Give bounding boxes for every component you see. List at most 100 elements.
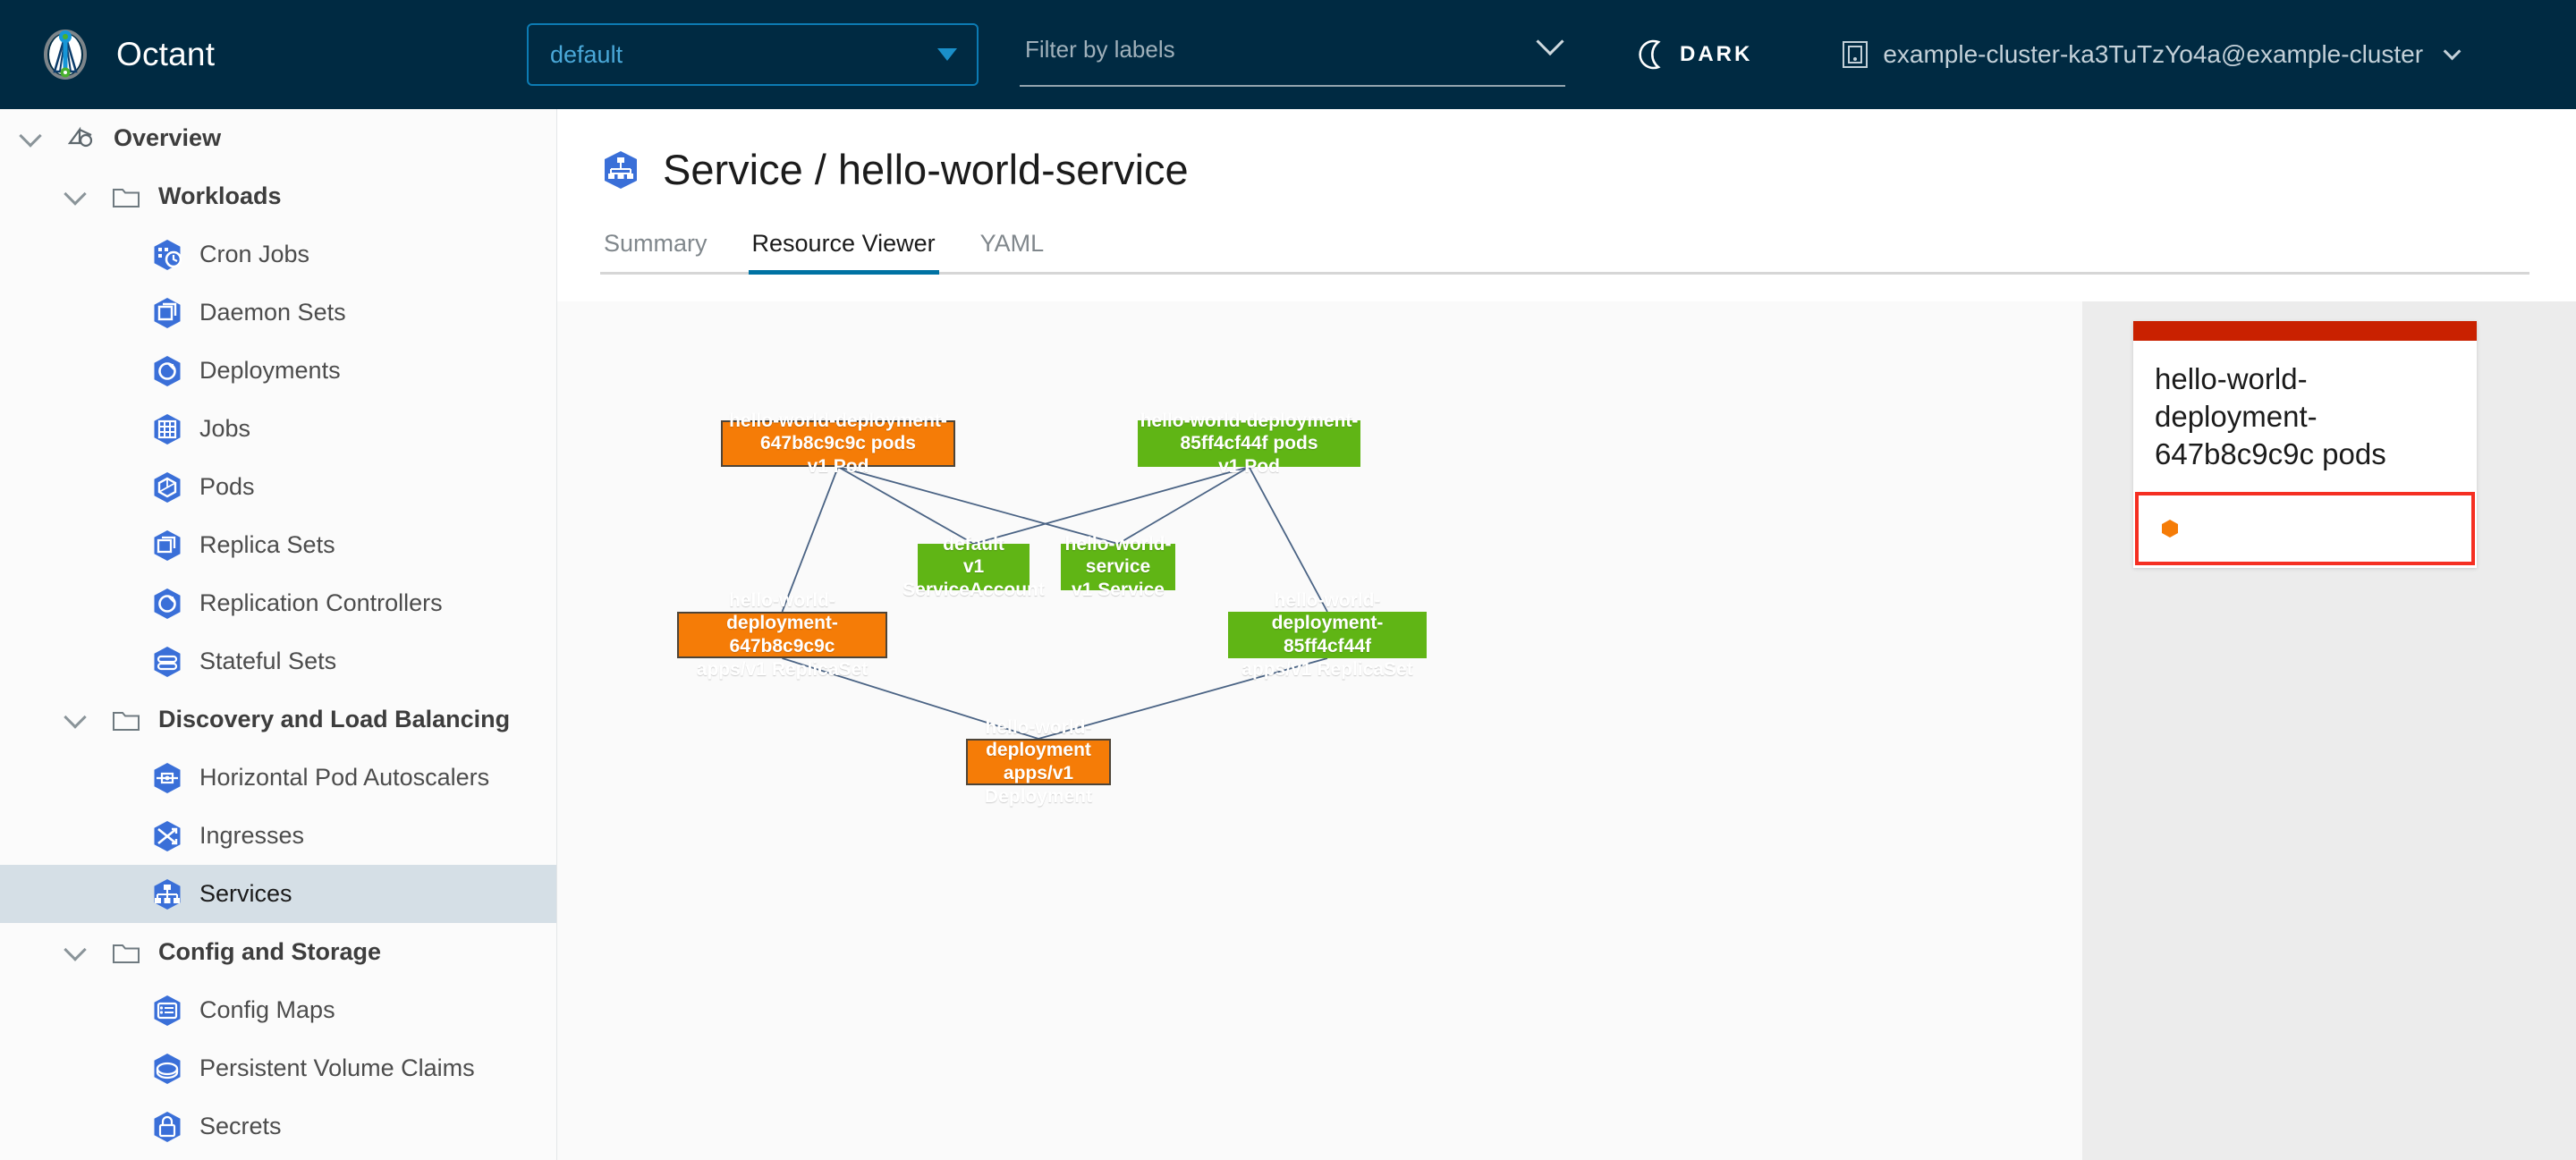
sidebar-item-label: Persistent Volume Claims bbox=[199, 1054, 475, 1081]
brand-title: Octant bbox=[116, 36, 216, 72]
sidebar-item-jobs[interactable]: Jobs bbox=[0, 400, 556, 458]
statefulset-icon bbox=[150, 645, 184, 679]
graph-node-name: default bbox=[943, 533, 1004, 555]
sidebar-item-config-and-storage[interactable]: Config and Storage bbox=[0, 923, 556, 981]
sidebar-item-label: Deployments bbox=[199, 357, 341, 384]
graph-edge bbox=[782, 657, 1039, 740]
chevron-down-icon[interactable] bbox=[64, 941, 88, 964]
sidebar-item-deployments[interactable]: Deployments bbox=[0, 342, 556, 400]
tab-resource-viewer[interactable]: Resource Viewer bbox=[748, 230, 939, 275]
sidebar-item-label: Horizontal Pod Autoscalers bbox=[199, 764, 490, 791]
cluster-name: example-cluster-ka3TuTzYo4a@example-clus… bbox=[1883, 40, 2424, 68]
pod-icon bbox=[150, 470, 184, 504]
ingress-icon bbox=[150, 819, 184, 853]
graph-node-name: hello-world-service bbox=[1064, 533, 1172, 578]
sidebar-item-label: Workloads bbox=[158, 182, 282, 209]
sidebar-item-daemon-sets[interactable]: Daemon Sets bbox=[0, 284, 556, 342]
graph-edge bbox=[1038, 657, 1328, 740]
sidebar-item-persistent-volume-claims[interactable]: Persistent Volume Claims bbox=[0, 1039, 556, 1097]
graph-node-name: hello-world-deployment-85ff4cf44f pods bbox=[1140, 410, 1359, 454]
sidebar-item-overview[interactable]: Overview bbox=[0, 109, 556, 167]
graph-node-kind: apps/v1 ReplicaSet bbox=[1241, 658, 1413, 680]
sidebar-item-ingresses[interactable]: Ingresses bbox=[0, 807, 556, 865]
label-filter-placeholder: Filter by labels bbox=[1025, 35, 1175, 63]
graph-edge bbox=[837, 466, 974, 545]
cronjob-icon bbox=[150, 238, 184, 272]
brand[interactable]: Octant bbox=[0, 27, 519, 82]
graph-edge bbox=[837, 466, 1119, 545]
folder-icon bbox=[109, 703, 143, 737]
folder-icon bbox=[109, 936, 143, 969]
sidebar-item-horizontal-pod-autoscalers[interactable]: Horizontal Pod Autoscalers bbox=[0, 749, 556, 807]
sidebar-item-label: Secrets bbox=[199, 1113, 282, 1139]
job-icon bbox=[150, 412, 184, 446]
chevron-down-icon bbox=[1536, 27, 1564, 56]
sidebar-item-pods[interactable]: Pods bbox=[0, 458, 556, 516]
chevron-down-icon[interactable] bbox=[64, 185, 88, 208]
configmap-icon bbox=[150, 994, 184, 1028]
sidebar-item-label: Overview bbox=[114, 124, 222, 151]
graph-edge bbox=[973, 466, 1250, 545]
sidebar-item-label: Services bbox=[199, 880, 292, 907]
label-filter-input[interactable]: Filter by labels bbox=[1020, 22, 1565, 87]
sidebar-item-replication-controllers[interactable]: Replication Controllers bbox=[0, 574, 556, 632]
tab-summary[interactable]: Summary bbox=[604, 230, 708, 257]
service-icon bbox=[600, 149, 641, 191]
sidebar-item-label: Replica Sets bbox=[199, 531, 335, 558]
deployment-icon bbox=[150, 354, 184, 388]
graph-node-name: hello-world-deployment-85ff4cf44f bbox=[1271, 589, 1384, 656]
sidebar-item-label: Pods bbox=[199, 473, 255, 500]
daemonset-icon bbox=[150, 296, 184, 330]
cluster-icon bbox=[1842, 39, 1868, 70]
sidebar-item-label: Ingresses bbox=[199, 822, 305, 849]
status-hexagon-icon bbox=[2160, 519, 2180, 538]
chevron-down-icon[interactable] bbox=[64, 708, 88, 732]
sidebar-item-stateful-sets[interactable]: Stateful Sets bbox=[0, 632, 556, 690]
sidebar-item-replica-sets[interactable]: Replica Sets bbox=[0, 516, 556, 574]
sidebar-item-secrets[interactable]: Secrets bbox=[0, 1097, 556, 1156]
theme-toggle-label: DARK bbox=[1680, 42, 1753, 66]
tab-yaml[interactable]: YAML bbox=[979, 230, 1045, 257]
card-accent-bar bbox=[2133, 321, 2477, 341]
app-header: Octant default Filter by labels DARK exa… bbox=[0, 0, 2576, 109]
sidebar-item-discovery-and-load-balancing[interactable]: Discovery and Load Balancing bbox=[0, 690, 556, 749]
cluster-selector[interactable]: example-cluster-ka3TuTzYo4a@example-clus… bbox=[1842, 39, 2462, 70]
namespace-selector[interactable]: default bbox=[527, 23, 979, 86]
graph-node-kind: apps/v1 Deployment bbox=[984, 763, 1093, 807]
secret-icon bbox=[150, 1110, 184, 1144]
sidebar-item-label: Replication Controllers bbox=[199, 589, 443, 616]
sidebar-item-cron-jobs[interactable]: Cron Jobs bbox=[0, 225, 556, 284]
graph-edge bbox=[1117, 466, 1250, 545]
hpa-icon bbox=[150, 761, 184, 795]
card-title: hello-world-deployment-647b8c9c9c pods bbox=[2155, 362, 2386, 471]
sidebar-item-label: Config and Storage bbox=[158, 938, 381, 965]
graph-edge bbox=[1248, 466, 1328, 613]
sidebar-item-label: Discovery and Load Balancing bbox=[158, 706, 511, 732]
graph-node-kind: apps/v1 ReplicaSet bbox=[696, 658, 869, 680]
replicationcontroller-icon bbox=[150, 587, 184, 621]
graph-node-name: hello-world-deployment-647b8c9c9c pods bbox=[729, 410, 947, 454]
sidebar-item-workloads[interactable]: Workloads bbox=[0, 167, 556, 225]
sidebar-item-label: Cron Jobs bbox=[199, 241, 310, 267]
graph-node-kind: v1 Pod bbox=[807, 455, 869, 477]
sidebar-item-config-maps[interactable]: Config Maps bbox=[0, 981, 556, 1039]
chevron-down-icon[interactable] bbox=[20, 127, 43, 150]
sidebar-item-label: Config Maps bbox=[199, 996, 335, 1023]
graph-node-kind: v1 Service bbox=[1072, 579, 1165, 600]
graph-node-name: hello-world-deployment bbox=[985, 716, 1092, 761]
sidebar-item-services[interactable]: Services bbox=[0, 865, 556, 923]
resource-detail-card[interactable]: hello-world-deployment-647b8c9c9c pods bbox=[2133, 321, 2477, 568]
page-header: Service / hello-world-service bbox=[557, 109, 2576, 194]
card-status-section[interactable] bbox=[2135, 491, 2475, 565]
detail-side-panel: hello-world-deployment-647b8c9c9c pods bbox=[2082, 301, 2576, 1160]
theme-toggle[interactable]: DARK bbox=[1637, 39, 1752, 70]
